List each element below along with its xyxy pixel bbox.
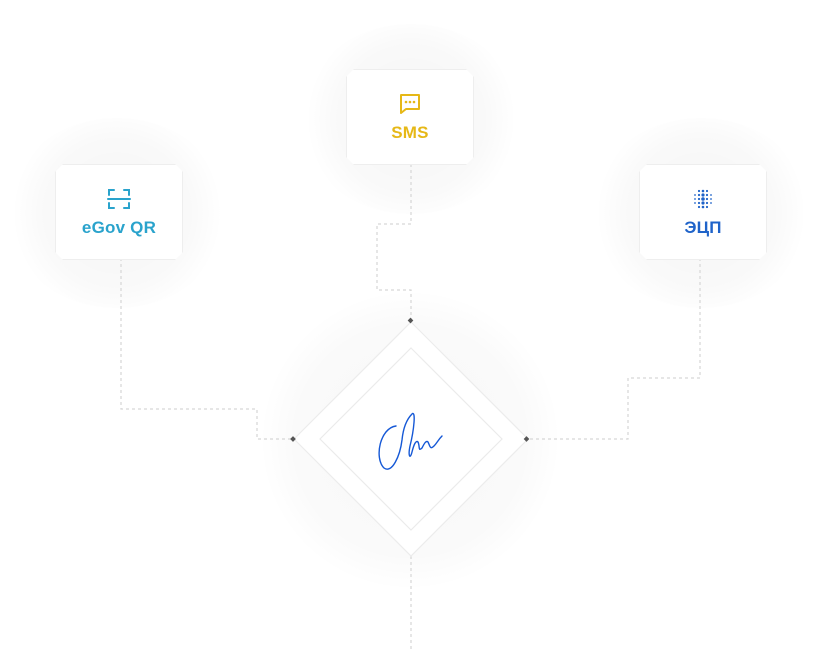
connector-egov bbox=[120, 258, 293, 440]
ecp-method-label: ЭЦП bbox=[684, 218, 722, 237]
connector-ecp bbox=[528, 258, 701, 440]
egov-qr-method-label: eGov QR bbox=[81, 218, 157, 237]
node-dot-left bbox=[290, 436, 296, 442]
node-dot-top bbox=[407, 317, 414, 324]
ecp-method-card[interactable]: ЭЦП bbox=[639, 164, 767, 260]
sms-method-label: SMS bbox=[391, 123, 429, 142]
handwritten-signature-icon bbox=[378, 412, 443, 470]
connector-sms bbox=[376, 164, 412, 320]
digital-signature-icon bbox=[690, 186, 716, 212]
egov-qr-method-card[interactable]: eGov QR bbox=[55, 164, 183, 260]
message-dots-icon bbox=[397, 91, 423, 117]
sms-method-card[interactable]: SMS bbox=[346, 69, 474, 165]
qr-scan-icon bbox=[106, 186, 132, 212]
node-dot-right bbox=[523, 436, 530, 442]
